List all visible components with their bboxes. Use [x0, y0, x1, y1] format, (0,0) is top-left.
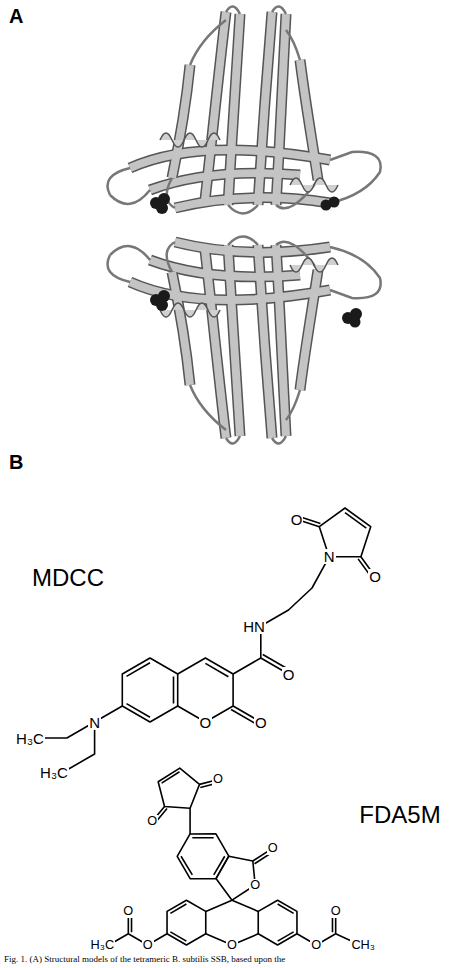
atom-label: O — [310, 939, 322, 952]
atom-label: CH₃ — [350, 939, 376, 952]
protein-ribbon — [108, 237, 381, 444]
atom-label: O — [254, 715, 268, 730]
atom-label: H₃C — [39, 765, 69, 780]
atom-label: N — [88, 715, 101, 730]
atom-label: N — [323, 549, 336, 564]
protein-ribbon — [108, 6, 381, 213]
atom-label: O — [146, 815, 158, 828]
atom-label: O — [282, 667, 296, 682]
atom-label: O — [267, 842, 279, 855]
panel-letter: B — [8, 452, 24, 472]
mdcc-structure — [36, 508, 375, 772]
fda5m-structure — [109, 768, 360, 945]
label-spheres — [150, 193, 362, 328]
atom-label: O — [142, 939, 154, 952]
compound-name: FDA5M — [358, 803, 441, 827]
figure-caption: Fig. 1. (A) Structural models of the tet… — [4, 955, 470, 964]
panel-letter: A — [8, 6, 24, 26]
atom-label: O — [122, 905, 134, 918]
atom-label: O — [290, 512, 304, 527]
atom-label: H₃C — [15, 731, 45, 746]
atom-label: O — [226, 939, 238, 952]
atom-label: H₃C — [90, 939, 116, 952]
atom-label: O — [249, 879, 261, 892]
atom-label: HN — [242, 619, 266, 634]
atom-label: O — [330, 905, 342, 918]
atom-label: O — [368, 569, 382, 584]
atom-label: O — [199, 715, 213, 730]
compound-name: MDCC — [31, 566, 105, 590]
atom-label: O — [212, 773, 224, 786]
